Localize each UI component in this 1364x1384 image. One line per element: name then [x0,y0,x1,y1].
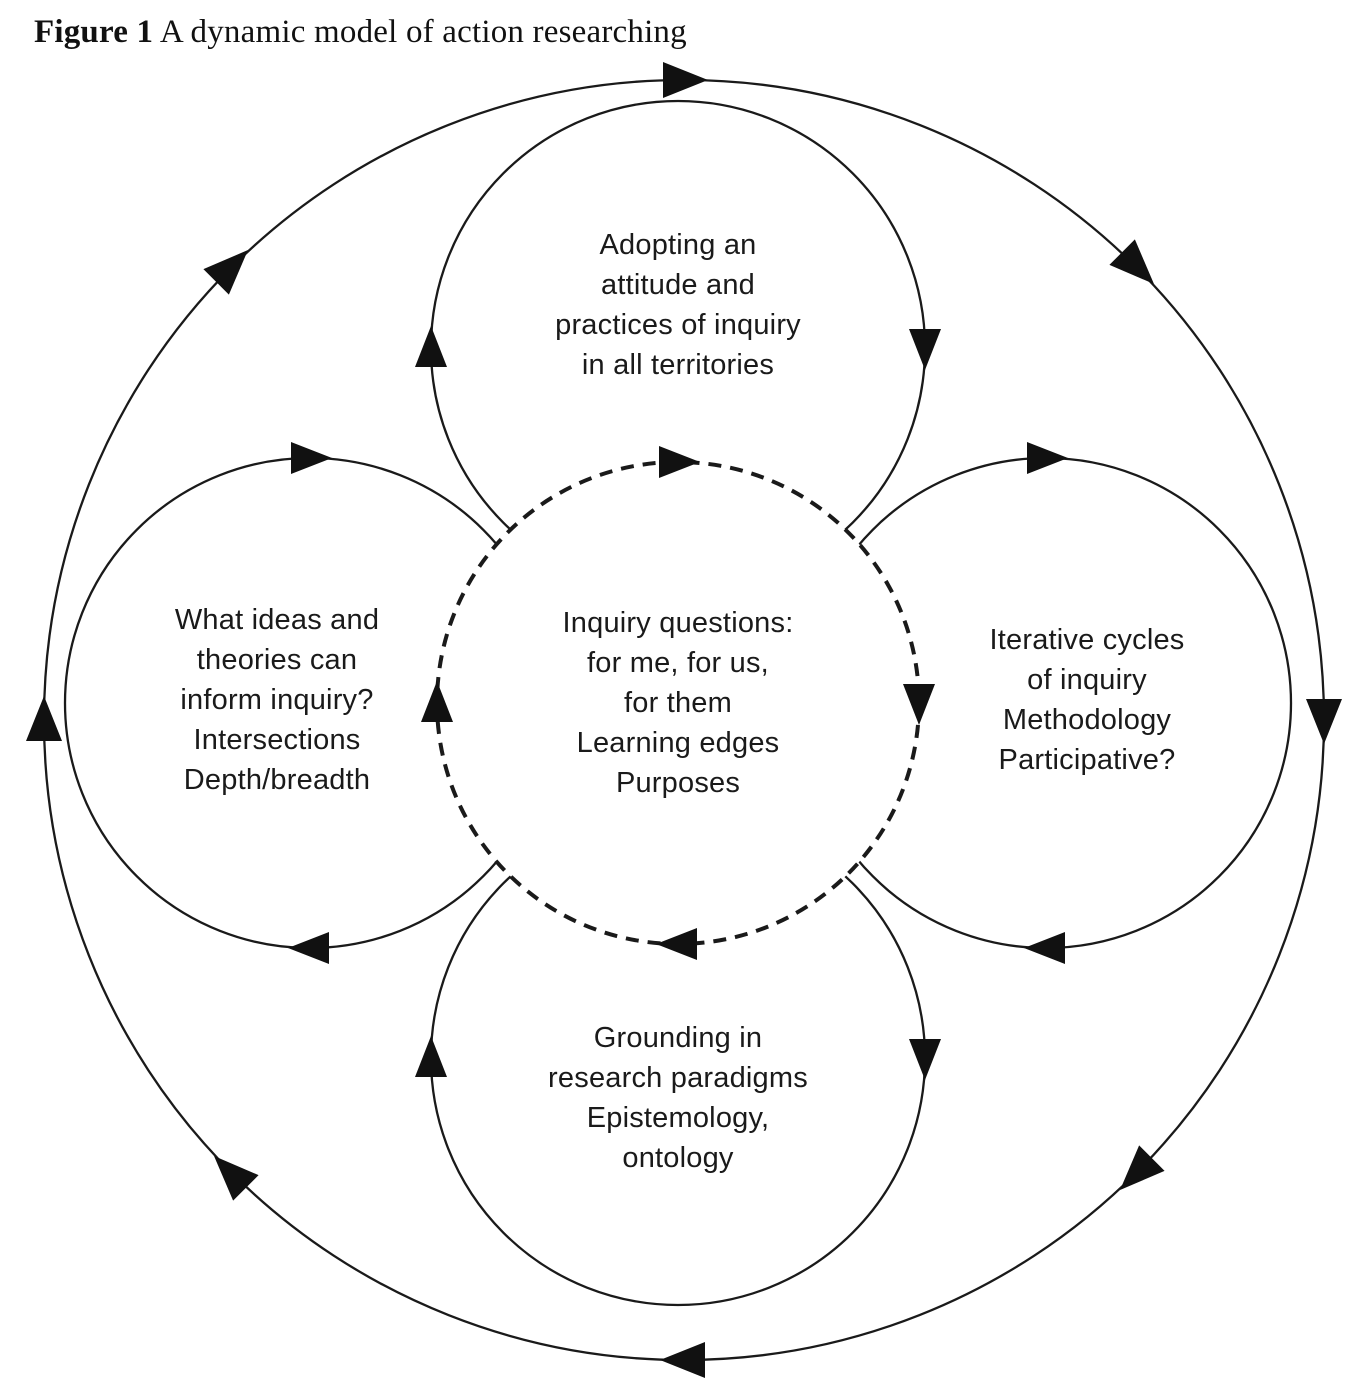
arrowhead-icon [663,62,708,98]
arrowhead-icon [1024,932,1065,964]
arrowhead-icon [909,1039,941,1080]
arrowhead-icon [909,329,941,370]
bottom-circle-label: Grounding in research paradigms Epistemo… [548,1022,808,1174]
arrowhead-icon [415,326,447,367]
top-circle-label: Adopting an attitude and practices of in… [555,229,801,381]
arrowhead-icon [656,928,697,960]
arrowhead-icon [660,1342,705,1378]
center-circle-label: Inquiry questions: for me, for us, for t… [562,607,794,799]
figure-caption: A dynamic model of action researching [153,14,687,50]
top-cycle-arrows [415,326,941,370]
arrowhead-icon [421,681,453,722]
arrowhead-icon [1027,442,1068,474]
arrowhead-icon [288,932,329,964]
center-cycle-arrows [421,446,935,960]
arrowhead-icon [415,1036,447,1077]
arrowhead-icon [903,684,935,725]
figure-title: Figure 1 A dynamic model of action resea… [34,14,687,51]
left-cycle-arrows [288,442,332,964]
figure-number-label: Figure 1 [34,14,154,50]
arrowhead-icon [214,1156,259,1201]
arrowhead-icon [659,446,700,478]
arrowhead-icon [203,250,248,295]
outer-cycle-arrows [26,62,1342,1378]
left-circle-label: What ideas and theories can inform inqui… [174,604,380,796]
arrowhead-icon [1109,239,1154,284]
arrowhead-icon [1306,699,1342,744]
arrowhead-icon [1120,1145,1165,1190]
bottom-cycle-arrows [415,1036,941,1080]
right-cycle-arrows [1024,442,1068,964]
arrowhead-icon [291,442,332,474]
right-circle-label: Iterative cycles of inquiry Methodology … [989,624,1185,776]
arrowhead-icon [26,696,62,741]
